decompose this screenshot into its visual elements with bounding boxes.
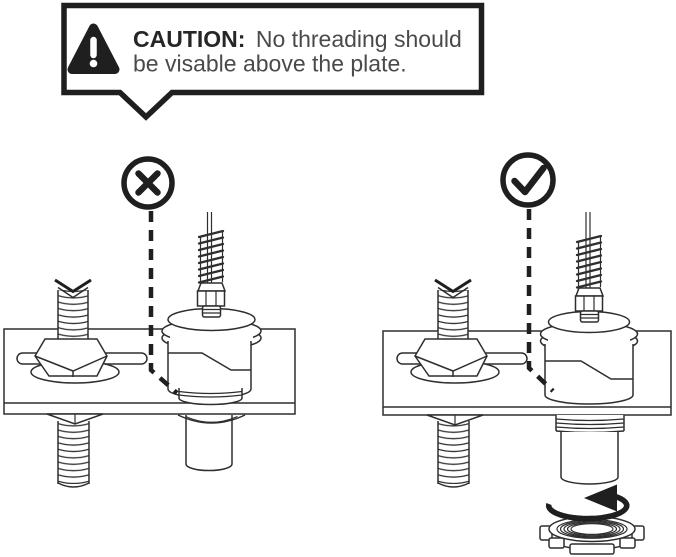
- threaded-rod-lower: [46, 413, 104, 488]
- cable-boot: [574, 287, 605, 297]
- leader-line-correct: [526, 209, 555, 393]
- cable-hex-fitting: [196, 290, 226, 307]
- x-icon: [135, 170, 161, 196]
- break-symbol: [434, 278, 472, 299]
- caution-callout: CAUTION: No threading should be visable …: [61, 2, 485, 121]
- sensor-probe: [560, 432, 619, 485]
- figure-incorrect: [3, 156, 296, 488]
- sensor-cable: [206, 212, 213, 288]
- hex-nut: [414, 338, 488, 377]
- strain-relief-coil: [575, 234, 603, 291]
- sensor-body: [544, 344, 634, 405]
- caution-text-line1: CAUTION: No threading should: [133, 26, 462, 52]
- hex-facet-lines: [545, 360, 633, 380]
- figure-correct: [382, 152, 672, 555]
- hex-facet-lines: [168, 352, 251, 371]
- cable-boot: [196, 282, 227, 292]
- break-symbol: [54, 278, 92, 299]
- threaded-stub: [579, 310, 600, 323]
- bolt-assembly: [16, 278, 148, 384]
- caution-label: CAUTION:: [133, 26, 245, 52]
- sensor-assembly: [539, 212, 639, 405]
- cable-hex-fitting: [574, 295, 604, 312]
- leader-line-incorrect: [148, 211, 179, 395]
- marker-correct: [500, 152, 556, 208]
- strain-relief-coil: [197, 229, 225, 286]
- ring-notch-front: [569, 543, 615, 555]
- speech-bubble: [61, 2, 485, 121]
- sensor-probe: [177, 414, 246, 472]
- caution-message-part1: No threading should: [256, 26, 462, 52]
- warning-triangle-icon: [67, 23, 120, 74]
- exposed-threads: [178, 388, 243, 406]
- threaded-neck: [555, 415, 625, 434]
- hex-nut: [34, 338, 108, 377]
- threaded-stub: [201, 305, 222, 318]
- caution-text-line2: be visable above the plate.: [133, 51, 407, 77]
- marker-incorrect: [121, 156, 175, 210]
- threaded-rod-lower: [426, 414, 484, 488]
- check-icon: [511, 164, 547, 196]
- threaded-rod-upper: [438, 290, 468, 346]
- lock-ring: [539, 515, 645, 555]
- sensor-assembly: [161, 212, 262, 406]
- rotation-arrow-icon: [545, 484, 630, 522]
- bolt-assembly: [396, 278, 528, 384]
- threaded-rod-upper: [58, 290, 88, 346]
